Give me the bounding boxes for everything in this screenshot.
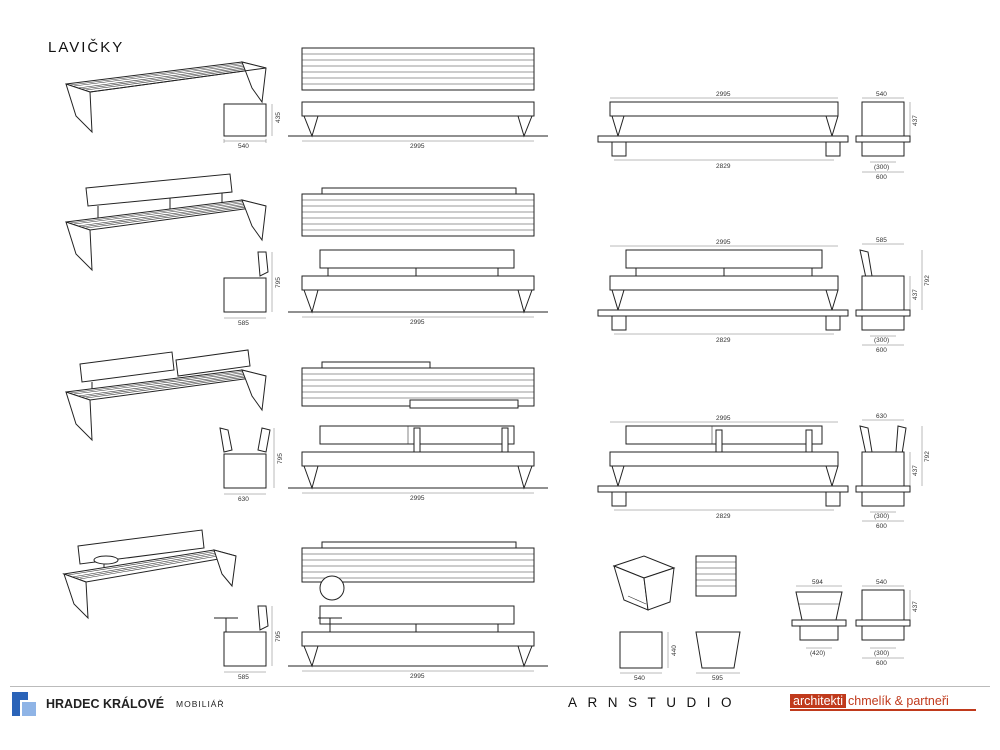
row-2-elev-length: 2995	[716, 239, 731, 246]
footer-partner-underline	[790, 709, 976, 711]
stool-side: 440 540	[619, 631, 678, 682]
row-3-side-view: 630 795	[219, 427, 284, 503]
row-4-side-height: 795	[275, 631, 282, 642]
stool-end-left: 594 (420)	[791, 579, 847, 657]
row-1-elev-foot: 2829	[716, 163, 731, 170]
stool-side-width: 540	[634, 675, 645, 682]
row-1-elevation: 2995 2829	[597, 91, 849, 170]
row-1-front-length: 2995	[410, 143, 425, 150]
footer-partner-box: architekti	[790, 694, 847, 708]
row-1-plan	[301, 47, 535, 91]
stool-left-inner: (420)	[810, 650, 825, 657]
row-4-front-length: 2995	[410, 673, 425, 680]
row-3-elevation: 2995 2829	[597, 415, 849, 520]
row-4-side-view: 585 795	[214, 605, 282, 681]
row-2-end-inner: (300)	[874, 337, 889, 344]
stool-left-width: 594	[812, 579, 823, 586]
row-2-end-view: 585 437 792 (300) 600	[855, 237, 931, 354]
row-3-front: 2995	[288, 425, 548, 502]
stool-side-height: 440	[671, 645, 678, 656]
stool-end-right: 540 437 (300) 600	[855, 579, 919, 667]
row-1-side-width: 540	[238, 143, 249, 150]
row-1-end-height: 437	[912, 115, 919, 126]
row-2-elev-foot: 2829	[716, 337, 731, 344]
row-1-side-view: 540 435	[223, 103, 282, 150]
row-3-end-outer: 600	[876, 523, 887, 530]
footer-city: HRADEC KRÁLOVÉ	[46, 697, 165, 711]
row-2-front: 2995	[288, 249, 548, 326]
stool-perspective	[612, 555, 676, 611]
row-3-elev-length: 2995	[716, 415, 731, 422]
stool-plan	[695, 555, 737, 597]
stool-front-width: 595	[712, 675, 723, 682]
row-3-end-height: 437	[912, 465, 919, 476]
row-2-side-height: 795	[275, 277, 282, 288]
sheet-title: LAVIČKY	[48, 39, 124, 56]
row-4-plan	[301, 541, 535, 601]
row-2-plan	[301, 187, 535, 237]
row-3-front-length: 2995	[410, 495, 425, 502]
stool-right-height: 437	[912, 601, 919, 612]
row-3-end-total: 792	[924, 451, 931, 462]
row-2-end-width: 585	[876, 237, 887, 244]
row-2-perspective	[65, 173, 267, 272]
row-3-plan	[301, 361, 535, 409]
footer-rule	[10, 686, 990, 687]
footer-subtitle: MOBILIÁŘ	[176, 699, 225, 709]
row-3-perspective	[65, 349, 267, 442]
row-4-perspective	[62, 529, 237, 620]
row-1-end-width: 540	[876, 91, 887, 98]
hradec-kralove-logo-icon	[12, 692, 36, 716]
row-3-side-width: 630	[238, 496, 249, 503]
row-1-end-view: 540 437 (300) 600	[855, 91, 919, 181]
row-2-end-outer: 600	[876, 347, 887, 354]
row-3-end-inner: (300)	[874, 513, 889, 520]
row-3-end-view: 630 437 792 (300) 600	[855, 413, 931, 530]
row-1-end-inner: (300)	[874, 164, 889, 171]
row-3-side-height: 795	[277, 453, 284, 464]
row-2-side-view: 585 795	[223, 251, 282, 327]
row-1-end-outer: 600	[876, 174, 887, 181]
footer-partner-tail: chmelík & partneři	[848, 694, 949, 708]
row-2-elevation: 2995 2829	[597, 239, 849, 344]
stool-right-inner: (300)	[874, 650, 889, 657]
stool-front: 595	[695, 631, 741, 682]
row-2-end-height: 437	[912, 289, 919, 300]
row-4-side-width: 585	[238, 674, 249, 681]
row-1-elev-length: 2995	[716, 91, 731, 98]
footer-studio: ARNSTUDIO	[568, 695, 743, 710]
row-3-elev-foot: 2829	[716, 513, 731, 520]
row-3-end-width: 630	[876, 413, 887, 420]
row-2-side-width: 585	[238, 320, 249, 327]
row-2-end-total: 792	[924, 275, 931, 286]
row-4-front: 2995	[288, 605, 548, 680]
stool-right-width: 540	[876, 579, 887, 586]
row-1-front: 2995	[288, 101, 548, 150]
row-1-side-height: 435	[275, 112, 282, 123]
row-1-perspective	[65, 61, 267, 134]
row-2-front-length: 2995	[410, 319, 425, 326]
stool-right-outer: 600	[876, 660, 887, 667]
